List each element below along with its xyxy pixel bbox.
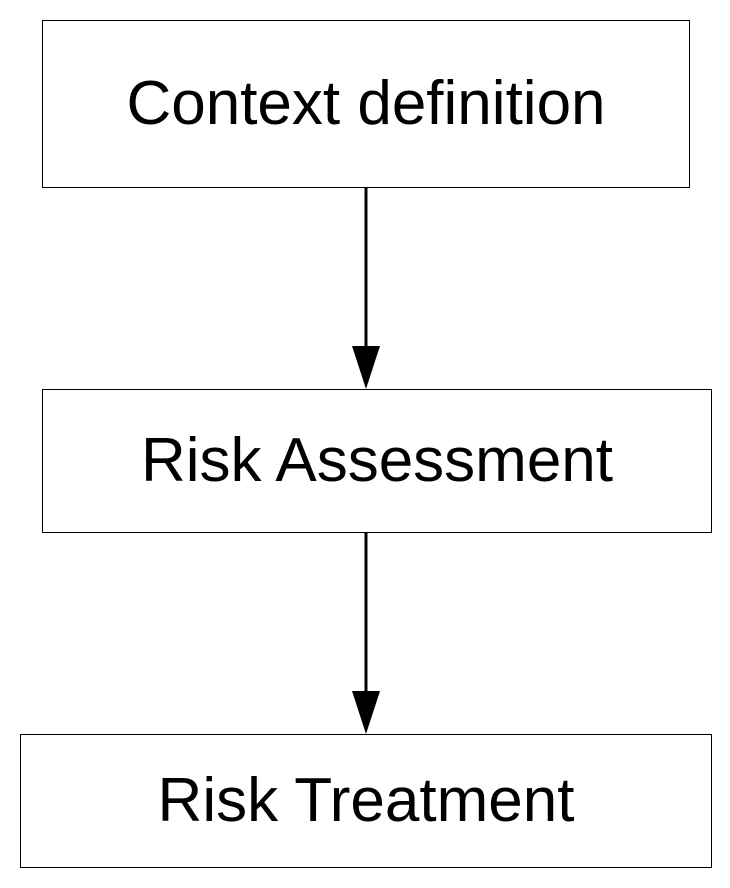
risk-treatment-label: Risk Treatment	[157, 766, 575, 835]
risk-assessment-label: Risk Assessment	[140, 426, 614, 495]
context-definition-box: Context definition	[42, 20, 690, 188]
context-definition-label: Context definition	[126, 69, 606, 138]
risk-assessment-box: Risk Assessment	[42, 389, 712, 533]
arrow-head	[352, 691, 380, 734]
risk-treatment-box: Risk Treatment	[20, 734, 712, 868]
arrow-assessment-to-treatment	[352, 533, 380, 734]
arrow-context-to-assessment	[352, 188, 380, 389]
arrow-head	[352, 346, 380, 389]
